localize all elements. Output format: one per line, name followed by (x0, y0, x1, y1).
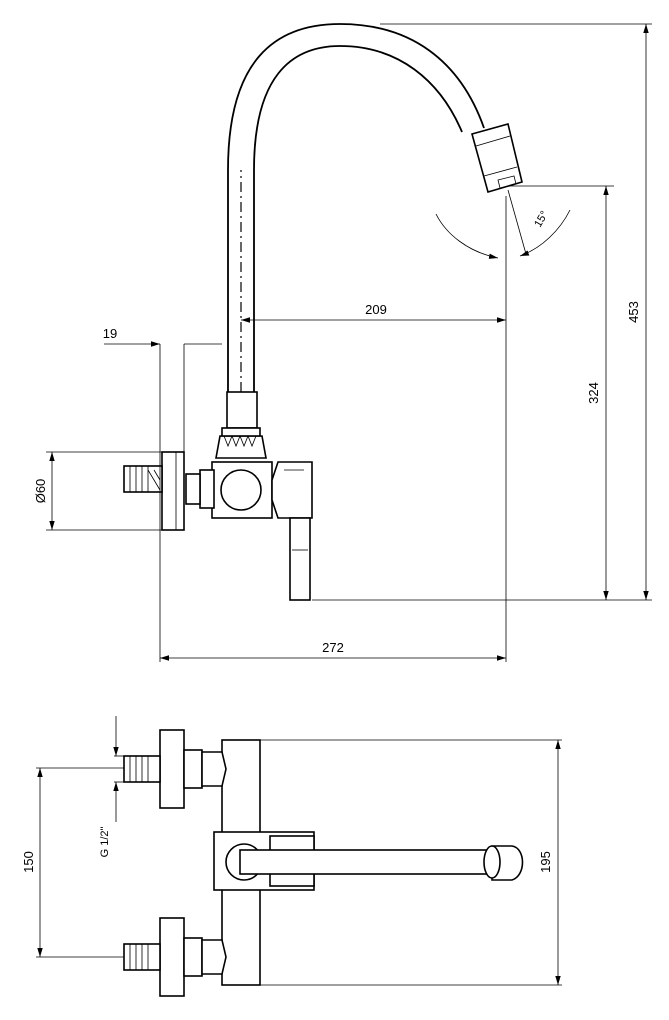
dimension-diameter-label: Ø60 (33, 479, 48, 504)
dimension-324: 324 (586, 186, 609, 600)
top-view: 150 G 1/2" 195 (21, 716, 562, 997)
dimension-thread: G 1/2" (99, 716, 119, 858)
top-spout-pipe (239, 845, 524, 881)
front-view: 15° 209 19 Ø60 (33, 23, 652, 662)
dimension-19-label: 19 (103, 326, 117, 341)
swivel-angle-indicator: 15° (435, 189, 571, 259)
dimension-150: 150 (21, 768, 43, 957)
dimension-324-label: 324 (586, 382, 601, 404)
gooseneck-spout (227, 23, 485, 392)
thread-size-label: G 1/2" (99, 827, 111, 858)
outlet-nozzle (471, 123, 523, 193)
dimension-diameter-60: Ø60 (33, 452, 55, 530)
dimension-272: 272 (160, 640, 506, 661)
dimension-453-label: 453 (626, 301, 641, 323)
inlet-thread (123, 465, 163, 493)
lever-handle (271, 461, 313, 601)
angle-label: 15° (532, 209, 551, 229)
top-upper-inlet (123, 729, 227, 809)
dimension-209-label: 209 (365, 302, 387, 317)
front-extension-lines (46, 23, 652, 662)
dimension-195: 195 (538, 740, 561, 985)
dimension-19: 19 (103, 326, 160, 347)
wall-escutcheon (161, 451, 185, 531)
top-lower-inlet (123, 917, 227, 997)
dimension-453: 453 (626, 24, 649, 600)
dimension-272-label: 272 (322, 640, 344, 655)
dimension-209: 209 (241, 302, 506, 323)
spout-collar (215, 391, 267, 459)
dimension-195-label: 195 (538, 851, 553, 873)
top-extension-lines (36, 739, 562, 986)
mixer-body (185, 461, 273, 519)
dimension-150-label: 150 (21, 851, 36, 873)
